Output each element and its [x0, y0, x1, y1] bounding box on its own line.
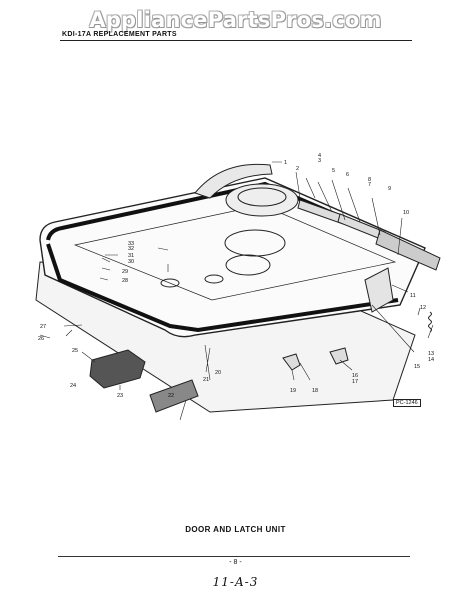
callout-20: 20 [215, 370, 221, 376]
callout-32: 32 [128, 246, 134, 252]
callout-29: 29 [122, 269, 128, 275]
callout-31: 31 [128, 253, 134, 259]
handwritten-note: 11-A-3 [212, 575, 259, 589]
callout-7: 7 [368, 182, 371, 188]
callout-12: 12 [420, 305, 426, 311]
callout-11: 11 [410, 293, 416, 299]
detergent-cup [224, 229, 286, 257]
callout-30: 30 [128, 259, 134, 265]
callout-2: 2 [296, 166, 299, 172]
callout-25: 25 [72, 348, 78, 354]
callout-19: 19 [290, 388, 296, 394]
callout-21: 21 [203, 377, 209, 383]
callout-1: 1 [284, 160, 287, 166]
callout-16: 16 [352, 373, 358, 379]
callout-labels: 1 2 3 4 5 6 7 8 9 10 11 12 13 14 15 16 1… [38, 153, 434, 399]
callout-10: 10 [403, 210, 409, 216]
footer-rule [58, 556, 410, 557]
callout-3: 3 [318, 158, 321, 164]
callout-9: 9 [388, 186, 391, 192]
callout-15: 15 [414, 364, 420, 370]
callout-24: 24 [70, 383, 76, 389]
callout-17: 17 [352, 379, 358, 385]
callout-22: 22 [168, 393, 174, 399]
figure-code: PC-1246 [393, 399, 421, 407]
diagram-caption: DOOR AND LATCH UNIT [185, 525, 286, 534]
callout-27: 27 [40, 324, 46, 330]
callout-13: 13 [428, 351, 434, 357]
hinge-plate [364, 267, 394, 313]
page-number: - 8 - [229, 559, 242, 566]
hinge-arm [194, 163, 273, 199]
callout-6: 6 [346, 172, 349, 178]
callout-8: 8 [368, 177, 371, 183]
callout-28: 28 [122, 278, 128, 284]
callout-26: 26 [38, 336, 44, 342]
callout-14: 14 [428, 357, 434, 363]
callout-23: 23 [117, 393, 123, 399]
callout-5: 5 [332, 168, 335, 174]
vent-grille [149, 379, 199, 413]
header-title: KDI-17A REPLACEMENT PARTS [62, 31, 177, 38]
callout-33: 33 [128, 241, 134, 247]
callout-18: 18 [312, 388, 318, 394]
latch-assembly [89, 349, 146, 389]
callout-4: 4 [318, 153, 321, 159]
door-gasket [46, 181, 419, 252]
door-spring [428, 311, 432, 333]
watermark: AppliancePartsPros.com [89, 8, 382, 32]
header-rule [60, 40, 412, 41]
dispenser-assembly [225, 183, 299, 217]
